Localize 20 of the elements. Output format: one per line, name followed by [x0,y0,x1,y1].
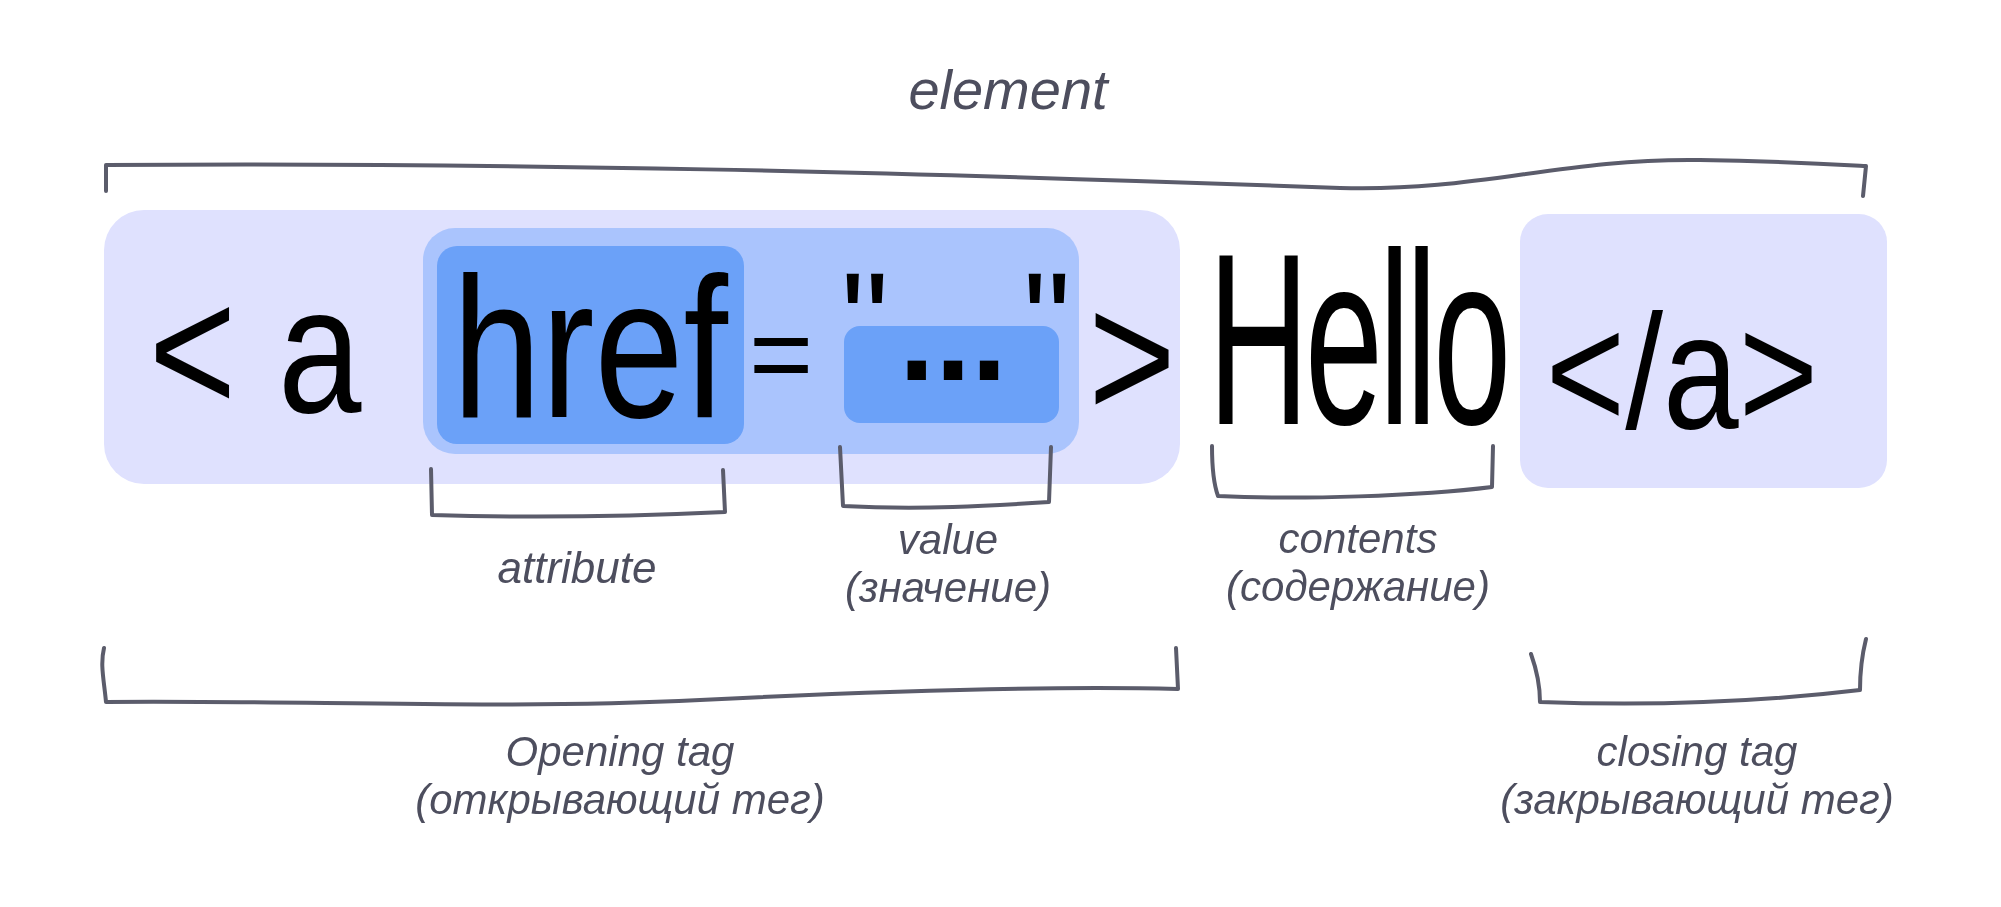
quote-mark: " [842,260,888,312]
tag-start-text: < a [147,298,363,420]
content-text: Hello [1206,236,1508,432]
attribute-value-box [844,326,1059,423]
opening-tag-label: Opening tag (открывающий тег) [414,728,826,825]
contents-label: contents (содержание) [1225,515,1491,612]
opening-tag-box [104,210,1180,484]
element-label: element [907,58,1111,123]
closing-tag-label: closing tag (закрывающий тег) [1499,728,1895,825]
value-label: value (значение) [843,516,1053,613]
closing-tag-text: </a> [1544,300,1820,434]
attribute-pair-box [423,228,1079,454]
quote-mark: " [1024,260,1070,312]
attribute-label: attribute [496,543,658,594]
attribute-name-text: href [451,256,730,422]
tag-end-text: > [1087,304,1177,412]
closing-tag-box [1520,214,1887,488]
attribute-name-box [437,246,744,444]
ellipsis-text: ... [898,348,1008,386]
equals-sign: = [749,336,813,380]
